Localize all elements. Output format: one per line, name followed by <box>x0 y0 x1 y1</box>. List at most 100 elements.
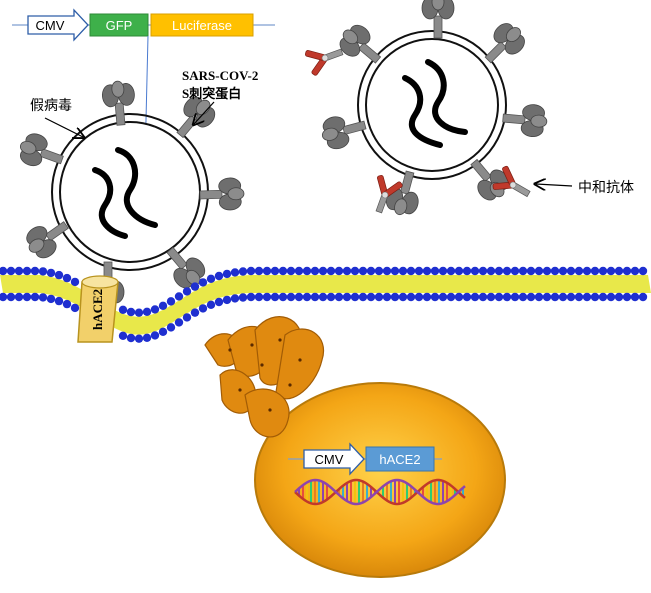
membrane-lipid-head <box>54 270 64 280</box>
neutralized-virus-particle <box>302 0 549 220</box>
membrane-lipid-head <box>598 266 608 276</box>
dna-strand <box>294 478 466 506</box>
membrane-lipid-head <box>526 292 536 302</box>
gfp-gene-box <box>89 13 149 37</box>
membrane-lipid-head <box>270 266 280 276</box>
membrane-lipid-head <box>622 292 632 302</box>
membrane-lipid-head <box>174 292 184 301</box>
spike-label-line2: S刺突蛋白 <box>182 86 241 101</box>
membrane-lipid-head <box>198 304 208 313</box>
pseudovirus-rna-2 <box>115 147 158 228</box>
membrane-lipid-head <box>422 266 432 276</box>
membrane-lipid-head <box>62 299 72 309</box>
membrane-lipid-head <box>502 266 512 276</box>
membrane-lipid-head <box>270 292 280 302</box>
host-cell: CMV hACE2 <box>204 316 506 578</box>
membrane-lipid-head <box>0 292 8 302</box>
membrane-lipid-head <box>406 292 416 302</box>
membrane-lipid-head <box>630 266 640 276</box>
membrane-lipid-head <box>142 307 152 316</box>
membrane-lipid-head <box>358 266 368 276</box>
membrane-lipid-head <box>46 294 56 304</box>
membrane-lipid-head <box>54 296 64 306</box>
membrane-lipid-head <box>30 292 40 302</box>
membrane-lipid-head <box>342 266 352 276</box>
membrane-lipid-head <box>606 292 616 302</box>
membrane-lipid-head <box>134 308 144 317</box>
membrane-lipid-head <box>262 292 272 302</box>
membrane-lipid-head <box>126 333 136 343</box>
membrane-lipid-head <box>182 313 192 322</box>
membrane-lipid-head <box>470 292 480 302</box>
pseudovirus-pointer <box>44 117 83 137</box>
membrane-lipid-head <box>534 266 544 276</box>
membrane-lipid-head <box>294 266 304 276</box>
membrane-lipid-head <box>494 292 504 302</box>
gfp-gene-label: GFP <box>106 18 133 33</box>
membrane-lipid-head <box>238 267 248 276</box>
membrane-lipid-head <box>374 266 384 276</box>
membrane-lipid-head <box>638 266 648 276</box>
spike-icon <box>476 17 531 72</box>
membrane-lipid-head <box>366 266 376 276</box>
membrane-lipid-head <box>382 266 392 276</box>
membrane-lipid-head <box>286 266 296 276</box>
membrane-lipid-head <box>46 268 56 278</box>
top-gene-construct: CMV GFP Luciferase <box>12 8 275 164</box>
membrane-lipid-head <box>478 266 488 276</box>
membrane-lipid-head <box>534 292 544 302</box>
membrane-lipid-head <box>462 292 472 302</box>
membrane-lipid-head <box>318 266 328 276</box>
membrane-lipid-head <box>558 266 568 276</box>
membrane-lipid-head <box>614 292 624 302</box>
pseudovirus-label: 假病毒 <box>30 98 72 114</box>
membrane-lipid-head <box>150 305 160 314</box>
membrane-lipid-head <box>214 297 224 307</box>
membrane-lipid-head <box>510 292 520 302</box>
membrane-lipid-head <box>246 292 256 302</box>
membrane-lipid-head <box>582 292 592 302</box>
membrane-lipid-head <box>206 300 216 310</box>
membrane-lipid-tails <box>0 275 651 335</box>
cell-hace2-gene-label: hACE2 <box>379 452 420 467</box>
membrane-lipid-head <box>134 334 144 343</box>
spike-icon <box>100 79 138 127</box>
membrane-lipid-head <box>438 266 448 276</box>
cell-membrane <box>0 266 651 343</box>
membrane-lipid-head <box>438 292 448 302</box>
membrane-lipid-head <box>342 292 352 302</box>
hace2-receptor-top <box>81 275 119 289</box>
membrane-lipid-head <box>518 292 528 302</box>
membrane-lipid-head <box>606 266 616 276</box>
membrane-lipid-head <box>70 303 80 313</box>
membrane-lipid-head <box>350 266 360 276</box>
membrane-lipid-head <box>350 292 360 302</box>
membrane-lipid-head <box>14 266 24 276</box>
membrane-lipid-head <box>0 266 8 276</box>
neutralized-envelope-outer <box>357 30 507 180</box>
dna-strand <box>294 478 466 506</box>
membrane-lipid-head <box>254 292 264 302</box>
membrane-lipid-head <box>310 266 320 276</box>
membrane-lipid-head <box>22 266 32 276</box>
membrane-lipid-head <box>574 292 584 302</box>
neutralized-rna-2 <box>425 59 468 135</box>
antibody-pointer <box>536 184 573 186</box>
membrane-lipid-head <box>206 274 216 284</box>
membrane-lipid-head <box>526 266 536 276</box>
membrane-lipid-head <box>38 267 48 276</box>
dna-helix-icon <box>294 478 466 506</box>
cmv-promoter-arrow <box>27 8 89 42</box>
membrane-lipid-head <box>478 292 488 302</box>
membrane-lipid-head <box>142 333 152 342</box>
membrane-lipid-head <box>14 292 24 302</box>
membrane-lipid-head <box>454 292 464 302</box>
membrane-lipid-head <box>222 269 232 279</box>
membrane-lipid-head <box>166 297 176 306</box>
neutralized-envelope-inner <box>365 38 499 172</box>
membrane-lipid-head <box>430 292 440 302</box>
membrane-lipid-head <box>430 266 440 276</box>
membrane-lipid-head <box>358 292 368 302</box>
membrane-lipid-head <box>278 292 288 302</box>
